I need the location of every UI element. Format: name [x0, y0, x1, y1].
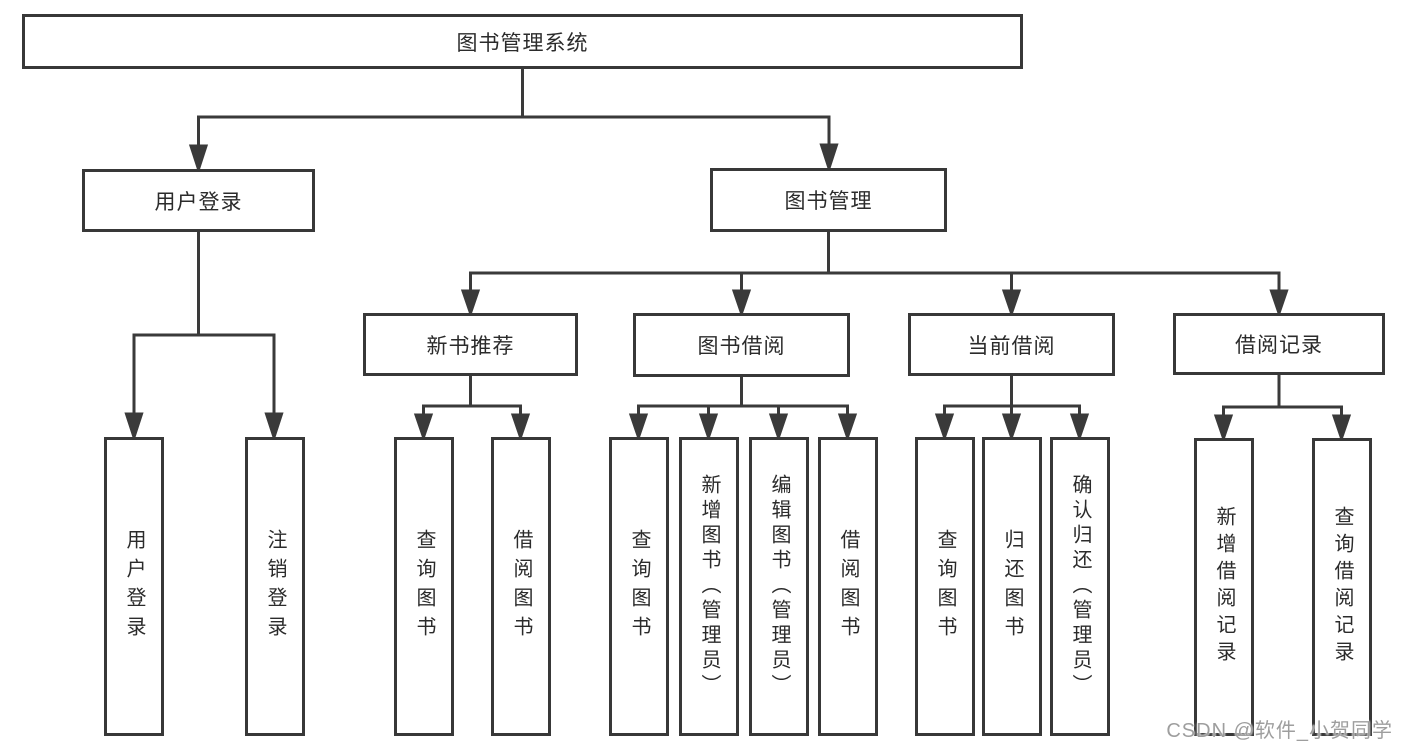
leaf-borrow-edit-book-admin-label: 编辑图书（管理员）: [768, 474, 790, 699]
node-user-login: 用户登录: [82, 169, 315, 232]
leaf-recommend-borrow-book-label: 借阅图书: [510, 528, 532, 645]
leaf-recommend-query-book-label: 查询图书: [413, 528, 435, 645]
leaf-borrow-add-book-admin-label: 新增图书（管理员）: [698, 474, 720, 699]
connector-book-borrow-to-leaves: [628, 377, 858, 442]
node-new-book-recommend: 新书推荐: [363, 313, 578, 376]
leaf-current-return-book: 归还图书: [982, 437, 1042, 736]
connector-user-login-to-leaves: [124, 232, 284, 442]
leaf-borrow-query-book-label: 查询图书: [628, 528, 650, 645]
leaf-current-return-book-label: 归还图书: [1001, 528, 1023, 645]
node-new-book-recommend-label: 新书推荐: [426, 334, 515, 358]
node-book-management: 图书管理: [710, 168, 947, 232]
connector-new-book-recommend-to-leaves: [413, 376, 531, 442]
node-borrow-records: 借阅记录: [1173, 313, 1385, 375]
connector-book-management-to-level3: [460, 232, 1289, 318]
leaf-current-confirm-return-admin-label: 确认归还（管理员）: [1069, 474, 1091, 699]
node-current-borrow: 当前借阅: [908, 313, 1115, 376]
leaf-logout: 注销登录: [245, 437, 305, 736]
leaf-current-confirm-return-admin: 确认归还（管理员）: [1050, 437, 1110, 736]
node-book-management-label: 图书管理: [784, 190, 873, 213]
leaf-recommend-borrow-book: 借阅图书: [491, 437, 551, 736]
node-borrow-records-label: 借阅记录: [1235, 334, 1323, 357]
leaf-records-add-record: 新增借阅记录: [1194, 438, 1254, 736]
node-book-borrow-label: 图书借阅: [697, 335, 786, 358]
leaf-records-query-record-label: 查询借阅记录: [1331, 506, 1353, 668]
node-book-borrow: 图书借阅: [633, 313, 850, 377]
leaf-borrow-query-book: 查询图书: [609, 437, 669, 736]
node-user-login-label: 用户登录: [154, 190, 243, 214]
leaf-borrow-borrow-book-label: 借阅图书: [837, 528, 859, 645]
leaf-records-query-record: 查询借阅记录: [1312, 438, 1372, 736]
connector-current-borrow-to-leaves: [934, 376, 1090, 442]
leaf-borrow-edit-book-admin: 编辑图书（管理员）: [749, 437, 809, 736]
connector-root-to-level2: [188, 69, 839, 174]
node-current-borrow-label: 当前借阅: [967, 334, 1056, 358]
leaf-recommend-query-book: 查询图书: [394, 437, 454, 736]
leaf-logout-label: 注销登录: [264, 528, 286, 645]
csdn-watermark: CSDN @软件_小贺同学: [1166, 720, 1393, 742]
leaf-current-query-book-label: 查询图书: [934, 528, 956, 645]
leaf-current-query-book: 查询图书: [915, 437, 975, 736]
node-root-system: 图书管理系统: [22, 14, 1023, 69]
leaf-user-login: 用户登录: [104, 437, 164, 736]
node-root-system-label: 图书管理系统: [456, 31, 589, 55]
leaf-records-add-record-label: 新增借阅记录: [1213, 506, 1235, 668]
leaf-borrow-add-book-admin: 新增图书（管理员）: [679, 437, 739, 736]
leaf-user-login-label: 用户登录: [123, 528, 145, 645]
connector-borrow-records-to-leaves: [1213, 375, 1352, 443]
leaf-borrow-borrow-book: 借阅图书: [818, 437, 878, 736]
